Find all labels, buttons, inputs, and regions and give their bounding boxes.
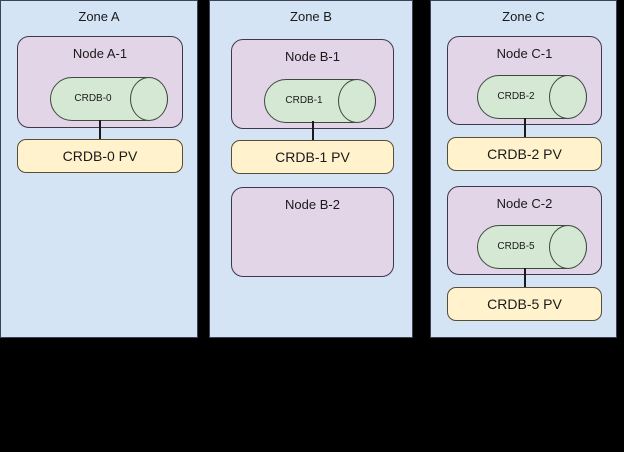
database-cylinder-crdb-0[interactable]: CRDB-0	[50, 77, 168, 121]
database-label-crdb-5: CRDB-5	[497, 241, 535, 252]
node-box-b-1[interactable]: Node B-1 CRDB-1	[231, 39, 394, 129]
node-box-a-1[interactable]: Node A-1 CRDB-0	[17, 36, 183, 128]
zone-title-a: Zone A	[78, 9, 120, 24]
pv-box-crdb-2[interactable]: CRDB-2 PV	[447, 137, 602, 171]
pv-box-crdb-5[interactable]: CRDB-5 PV	[447, 287, 602, 321]
database-label-crdb-0: CRDB-0	[74, 93, 112, 104]
connector-c-2	[524, 268, 526, 289]
node-box-c-1[interactable]: Node C-1 CRDB-2	[447, 36, 602, 125]
node-title-c-2: Node C-2	[496, 196, 553, 211]
pv-label-crdb-5: CRDB-5 PV	[487, 296, 562, 312]
pv-label-crdb-2: CRDB-2 PV	[487, 146, 562, 162]
zone-title-c: Zone C	[502, 9, 545, 24]
zone-container-c[interactable]: Zone C Node C-1 CRDB-2 CRDB-2 PV Node C-…	[430, 0, 617, 338]
database-cylinder-crdb-5[interactable]: CRDB-5	[477, 225, 587, 269]
connector-b-1	[312, 121, 314, 142]
cylinder-cap-icon	[549, 75, 587, 119]
pv-label-crdb-1: CRDB-1 PV	[275, 149, 350, 165]
zone-container-b[interactable]: Zone B Node B-1 CRDB-1 CRDB-1 PV Node B-…	[209, 0, 413, 338]
node-title-c-1: Node C-1	[496, 46, 553, 61]
node-box-b-2[interactable]: Node B-2	[231, 187, 394, 277]
cylinder-cap-icon	[549, 225, 587, 269]
zone-title-b: Zone B	[290, 9, 332, 24]
pv-box-crdb-0[interactable]: CRDB-0 PV	[17, 139, 183, 173]
cylinder-cap-icon	[338, 79, 376, 123]
pv-label-crdb-0: CRDB-0 PV	[62, 148, 138, 164]
node-title-b-1: Node B-1	[285, 49, 340, 64]
node-title-a-1: Node A-1	[72, 46, 128, 61]
database-label-crdb-1: CRDB-1	[285, 95, 323, 106]
database-cylinder-crdb-2[interactable]: CRDB-2	[477, 75, 587, 119]
database-cylinder-crdb-1[interactable]: CRDB-1	[264, 79, 376, 123]
database-label-crdb-2: CRDB-2	[497, 91, 535, 102]
connector-a-1	[99, 120, 101, 141]
node-title-b-2: Node B-2	[285, 197, 340, 212]
node-box-c-2[interactable]: Node C-2 CRDB-5	[447, 186, 602, 275]
zone-container-a[interactable]: Zone A Node A-1 CRDB-0 CRDB-0 PV	[0, 0, 198, 338]
pv-box-crdb-1[interactable]: CRDB-1 PV	[231, 140, 394, 174]
cylinder-cap-icon	[130, 77, 168, 121]
connector-c-1	[524, 118, 526, 139]
